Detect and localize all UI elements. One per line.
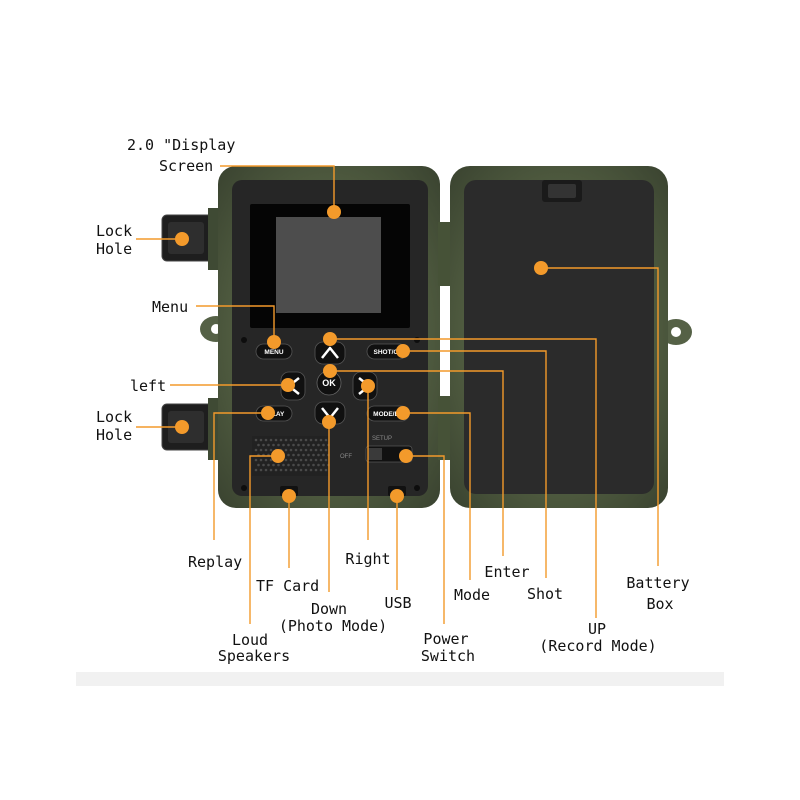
label-loud-line2: Speakers [218, 647, 290, 665]
label-battery-line1: Battery [626, 574, 689, 592]
label-loud-line1: Loud [232, 631, 268, 649]
marker-tf-card [282, 489, 296, 503]
marker-lock-bottom [175, 420, 189, 434]
label-left: left [130, 377, 166, 395]
svg-text:MENU: MENU [264, 349, 283, 356]
svg-text:MODE/E: MODE/E [373, 411, 399, 418]
label-power-line2: Switch [421, 647, 475, 665]
svg-text:OFF: OFF [340, 454, 352, 460]
label-mode: Mode [454, 586, 490, 604]
marker-shot [396, 344, 410, 358]
label-lock-bottom-line2: Hole [96, 426, 132, 444]
camera-back-door [438, 166, 692, 508]
label-enter: Enter [484, 563, 529, 581]
marker-power [399, 449, 413, 463]
display-screen [276, 217, 381, 313]
marker-menu [267, 335, 281, 349]
marker-left [281, 378, 295, 392]
svg-text:SHOT/O: SHOT/O [374, 349, 399, 356]
marker-down [322, 415, 336, 429]
label-power-line1: Power [423, 630, 468, 648]
leader-lines [136, 165, 659, 624]
label-replay: Replay [188, 553, 242, 571]
label-tf-card: TF Card [256, 577, 319, 595]
up-button[interactable] [314, 341, 346, 365]
marker-battery [534, 261, 548, 275]
label-right: Right [345, 550, 390, 568]
marker-right [361, 379, 375, 393]
label-lock-top-line2: Hole [96, 240, 132, 258]
label-down-line1: Down [311, 600, 347, 618]
svg-text:PLAY: PLAY [268, 411, 285, 418]
marker-lock-top [175, 232, 189, 246]
marker-replay [261, 406, 275, 420]
label-lock-bottom-line1: Lock [96, 408, 132, 426]
label-lock-top-line1: Lock [96, 222, 132, 240]
label-shot: Shot [527, 585, 563, 603]
marker-up [323, 332, 337, 346]
marker-mode [396, 406, 410, 420]
floor-strip [76, 672, 724, 686]
label-display-line1: 2.0 "Display [127, 136, 235, 154]
callout-markers [175, 205, 548, 503]
marker-speakers [271, 449, 285, 463]
label-battery-line2: Box [646, 595, 673, 613]
svg-text:OK: OK [322, 378, 336, 388]
camera-front-body: MENU SHOT/O PLAY MODE/E [161, 166, 440, 508]
battery-box [464, 180, 654, 494]
marker-enter [323, 364, 337, 378]
label-usb: USB [384, 594, 411, 612]
label-up-line1: UP [588, 620, 606, 638]
label-up-line2: (Record Mode) [539, 637, 656, 655]
callout-labels: 2.0 "Display Screen Lock Hole Menu left … [96, 136, 690, 665]
label-display-line2: Screen [159, 157, 213, 175]
label-down-line2: (Photo Mode) [279, 617, 387, 635]
marker-display [327, 205, 341, 219]
svg-text:SETUP: SETUP [372, 436, 392, 442]
marker-usb [390, 489, 404, 503]
label-menu: Menu [152, 298, 188, 316]
